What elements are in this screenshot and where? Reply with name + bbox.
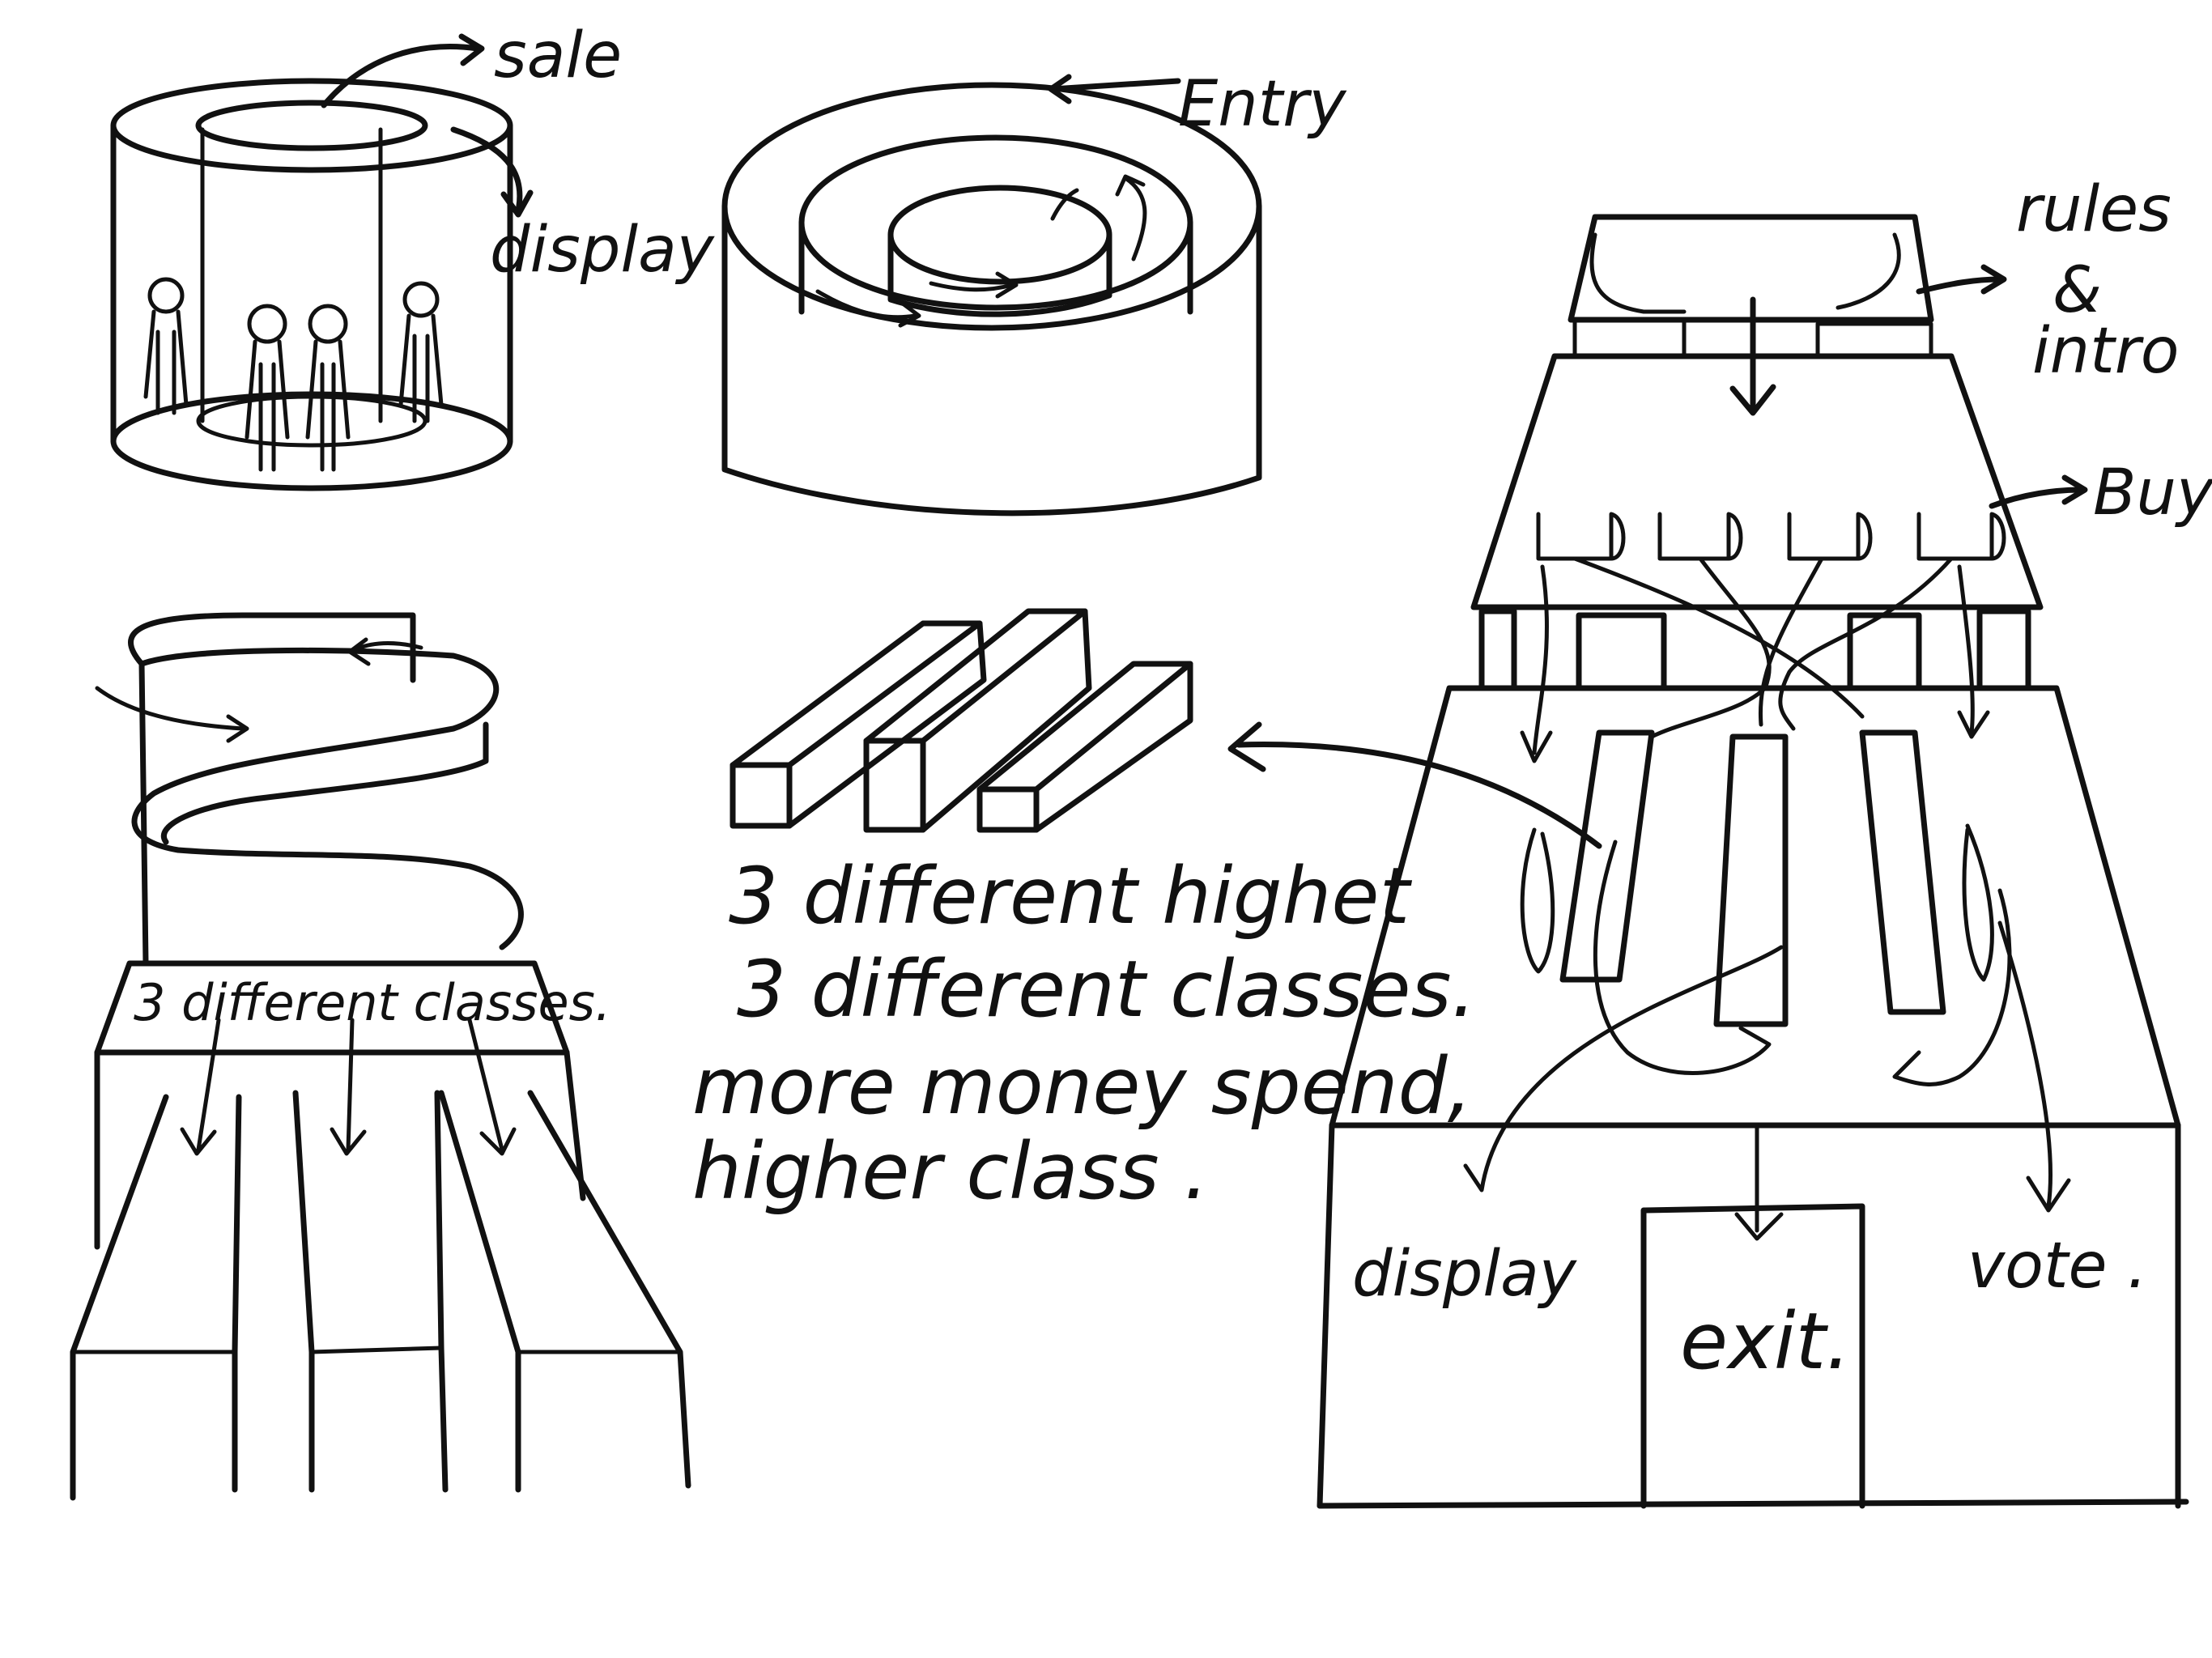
rules-plinth-left <box>1589 232 1687 314</box>
three-prisms-sketch: 3 different highet 3 different classes. … <box>692 608 1602 1217</box>
buy-kiosk <box>1787 512 1873 561</box>
sale-pointer-line <box>321 44 481 108</box>
flow-loop-right <box>1962 823 1994 982</box>
spiral-arrowhead <box>1115 174 1146 197</box>
buy-kiosk <box>1657 512 1743 561</box>
buy-arrowhead <box>2061 474 2088 505</box>
tower-left-edge <box>138 661 149 967</box>
to-display-path <box>1463 945 1784 1192</box>
to-vote-path <box>1997 920 2071 1213</box>
label-ampersand: & <box>2052 254 2102 327</box>
lane-fronts <box>70 1346 683 1354</box>
exit-block-base <box>1317 1499 2189 1509</box>
gallery-plan-sketch: rules & intro Buy display exit. vote . <box>1317 173 2212 1509</box>
spiral-arrowhead <box>898 301 921 328</box>
spiral-path-arrow <box>1123 176 1147 261</box>
rules-plinth-right <box>1836 232 1901 310</box>
outer-cylinder-top <box>110 78 513 173</box>
note-line-2: 3 different classes. <box>737 944 1476 1035</box>
ribbon-top <box>128 612 416 683</box>
label-sale: sale <box>494 19 622 92</box>
person-figure <box>305 304 351 472</box>
display-column-1 <box>1559 729 1655 983</box>
exit-block-left <box>1317 1122 1335 1509</box>
rules-pointer-line <box>1916 276 2003 295</box>
prism-tall <box>863 608 1092 833</box>
note-line-3: more money spend, <box>692 1041 1472 1132</box>
cylinder-display-sketch: sale display <box>110 19 716 491</box>
spiral-path-arrow <box>929 281 1015 292</box>
rules-arrowhead <box>1980 264 2007 295</box>
lane-2-right <box>434 1090 449 1493</box>
buy-to-column-path <box>1758 556 1954 731</box>
ribbon-arrowhead <box>226 714 249 743</box>
lane-arrow-3 <box>467 1018 517 1156</box>
buy-down-arrow-left <box>1520 564 1553 763</box>
buy-kiosk <box>1916 512 2006 561</box>
upper-platform <box>1470 353 2044 610</box>
sale-arrowhead <box>458 33 485 66</box>
rules-plinth-right-base <box>1815 321 1933 359</box>
ribbon-inner-curve <box>160 721 489 845</box>
display-column-2 <box>1713 733 1789 1027</box>
display-pointer-line <box>450 126 523 214</box>
lane-1-right <box>232 1094 242 1493</box>
note-line-1: 3 different highet <box>729 851 1412 942</box>
prism-short <box>730 620 987 829</box>
ribbon-tower-sketch: 3 different classes. <box>70 612 691 1501</box>
display-arrowhead <box>500 189 534 218</box>
person-figure <box>398 281 444 423</box>
spiral-arrowhead <box>995 271 1019 299</box>
ribbon-arrowhead <box>347 637 371 666</box>
display-column-3 <box>1859 729 1946 1015</box>
spiral-middle-wall <box>798 219 1193 315</box>
label-display-exit: display <box>1352 1238 1578 1311</box>
buy-down-arrow-right <box>1957 564 1990 739</box>
label-intro: intro <box>2032 315 2179 388</box>
exit-down-arrow <box>1734 1123 1784 1241</box>
exit-door <box>1640 1203 1865 1509</box>
lane-2-left <box>292 1090 315 1493</box>
lane-3-left <box>438 1090 521 1493</box>
label-vote: vote . <box>1967 1230 2147 1303</box>
flow-loop-left <box>1520 827 1555 974</box>
buy-kiosk <box>1536 512 1626 561</box>
spiral-inner-ring <box>887 185 1112 285</box>
buy-pointer-line <box>1989 487 2084 509</box>
spiral-inner-wall <box>887 232 1112 317</box>
prism-arrowhead <box>1227 721 1266 772</box>
spiral-outer-wall <box>721 203 1262 517</box>
label-entry: Entry <box>1178 68 1347 141</box>
lane-3-right <box>527 1090 691 1489</box>
stage-block <box>1478 608 1517 691</box>
lane-arrow-1 <box>180 1018 221 1156</box>
lane-1-left <box>70 1094 169 1501</box>
stage-block <box>1576 612 1667 691</box>
label-exit: exit. <box>1680 1296 1851 1387</box>
prism-pointer-line <box>1236 742 1602 849</box>
rules-plinth-left-base <box>1572 317 1687 359</box>
person-figure <box>245 304 290 472</box>
note-line-4: higher class . <box>692 1126 1209 1217</box>
inner-cylinder-top <box>195 100 428 151</box>
person-figure <box>143 277 189 415</box>
spiral-path-arrow <box>815 289 917 320</box>
label-three-classes: 3 different classes. <box>134 973 611 1032</box>
entry-arrowhead <box>1048 74 1072 104</box>
label-display: display <box>490 214 716 287</box>
lane-arrow-2 <box>330 1018 367 1156</box>
entry-pointer-line <box>1049 78 1181 92</box>
ribbon-curve <box>131 647 524 950</box>
prism-medium <box>976 661 1193 833</box>
spiral-path-arrow <box>1050 188 1079 221</box>
label-rules: rules <box>2016 173 2172 246</box>
top-stage <box>1568 214 1934 323</box>
ribbon-arrow <box>95 686 245 731</box>
flow-curve-left <box>1593 840 1772 1075</box>
spiral-maze-sketch: Entry <box>721 68 1347 517</box>
label-buy: Buy <box>2093 457 2212 529</box>
stage-block <box>1976 608 2031 691</box>
